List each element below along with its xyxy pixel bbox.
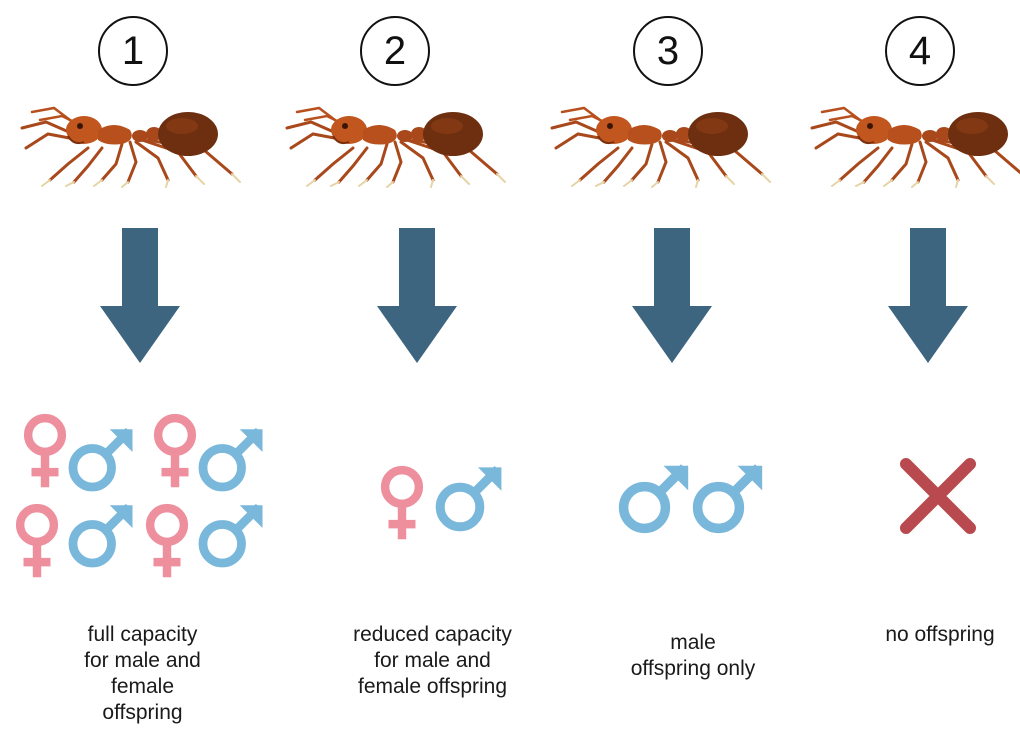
panel-4: 4 no offspring: [790, 0, 1020, 735]
male-symbol-icon: [196, 424, 266, 494]
down-arrow-icon: [888, 228, 968, 363]
male-symbol-icon: [616, 460, 692, 536]
panel-caption-3: male offspring only: [598, 630, 788, 682]
down-arrow-icon: [632, 228, 712, 363]
panel-number-4: 4: [885, 16, 955, 86]
ant-illustration: [18, 100, 243, 188]
female-symbol-icon: [148, 412, 202, 490]
offspring-symbols: [265, 400, 520, 590]
male-symbol-icon: [690, 460, 766, 536]
down-arrow-icon: [377, 228, 457, 363]
male-symbol-icon: [66, 500, 136, 570]
offspring-symbols: [0, 400, 255, 590]
female-symbol-icon: [140, 502, 194, 580]
male-symbol-icon: [433, 462, 505, 534]
panel-1: 1 full capacity for male and female offs…: [0, 0, 255, 735]
female-symbol-icon: [18, 412, 72, 490]
panel-2: 2 reduced capacity for male and female o…: [265, 0, 520, 735]
male-symbol-icon: [66, 424, 136, 494]
offspring-symbols: [530, 400, 785, 590]
panel-caption-4: no offspring: [860, 622, 1020, 648]
panel-number-2: 2: [360, 16, 430, 86]
panel-caption-1: full capacity for male and female offspr…: [40, 622, 245, 726]
male-symbol-icon: [196, 500, 266, 570]
down-arrow-icon: [100, 228, 180, 363]
panel-3: 3 male offspring only: [530, 0, 785, 735]
ant-illustration: [548, 100, 773, 188]
panel-caption-2: reduced capacity for male and female off…: [325, 622, 540, 700]
female-symbol-icon: [375, 464, 429, 542]
cross-icon: [898, 456, 978, 536]
panel-number-3: 3: [633, 16, 703, 86]
ant-illustration: [283, 100, 508, 188]
female-symbol-icon: [10, 502, 64, 580]
offspring-symbols: [790, 400, 1020, 590]
ant-illustration: [808, 100, 1020, 188]
panel-number-1: 1: [98, 16, 168, 86]
